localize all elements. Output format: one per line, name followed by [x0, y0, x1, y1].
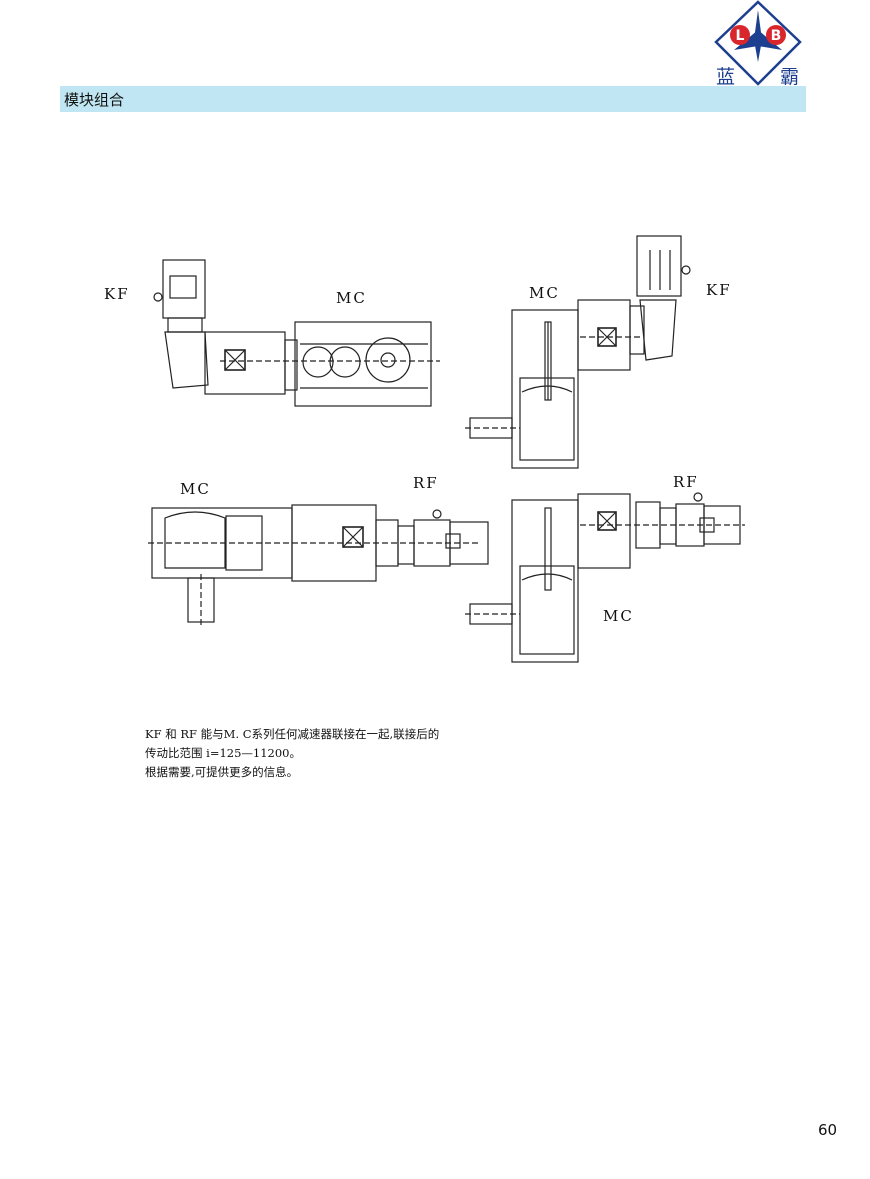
logo-letter-l: L: [736, 28, 745, 44]
label-mc-top-left: MC: [336, 289, 367, 307]
logo-name-char-1: 蓝: [716, 66, 736, 88]
label-kf-right: KF: [706, 281, 732, 299]
logo-letter-b: B: [771, 28, 782, 44]
logo-diamond-icon: L B: [714, 0, 802, 86]
label-mc-top-right: MC: [529, 284, 560, 302]
logo-name-char-2: 霸: [780, 66, 800, 88]
description-line-3: 根据需要,可提供更多的信息。: [145, 765, 299, 779]
brand-logo: L B 蓝 霸: [712, 0, 804, 88]
mc-kf-vertical-drawing: [465, 235, 691, 469]
label-rf-bottom-right: RF: [673, 473, 699, 491]
kf-mc-horizontal-drawing: [153, 259, 440, 407]
mc-rf-vertical-drawing: [465, 492, 745, 663]
page-number: 60: [818, 1121, 838, 1139]
label-rf-bottom-left: RF: [413, 474, 439, 492]
description-line-2: 传动比范围 i=125—11200。: [145, 746, 302, 760]
description-line-1: KF 和 RF 能与M. C系列任何减速器联接在一起,联接后的: [145, 727, 440, 741]
label-kf-left: KF: [104, 285, 130, 303]
mc-rf-horizontal-drawing: [148, 504, 489, 626]
label-mc-bottom-left: MC: [180, 480, 211, 498]
label-mc-bottom-right: MC: [603, 607, 634, 625]
section-header-bar: 模块组合: [60, 86, 806, 112]
section-title: 模块组合: [64, 91, 125, 109]
description-text: KF 和 RF 能与M. C系列任何减速器联接在一起,联接后的 传动比范围 i=…: [145, 725, 439, 782]
